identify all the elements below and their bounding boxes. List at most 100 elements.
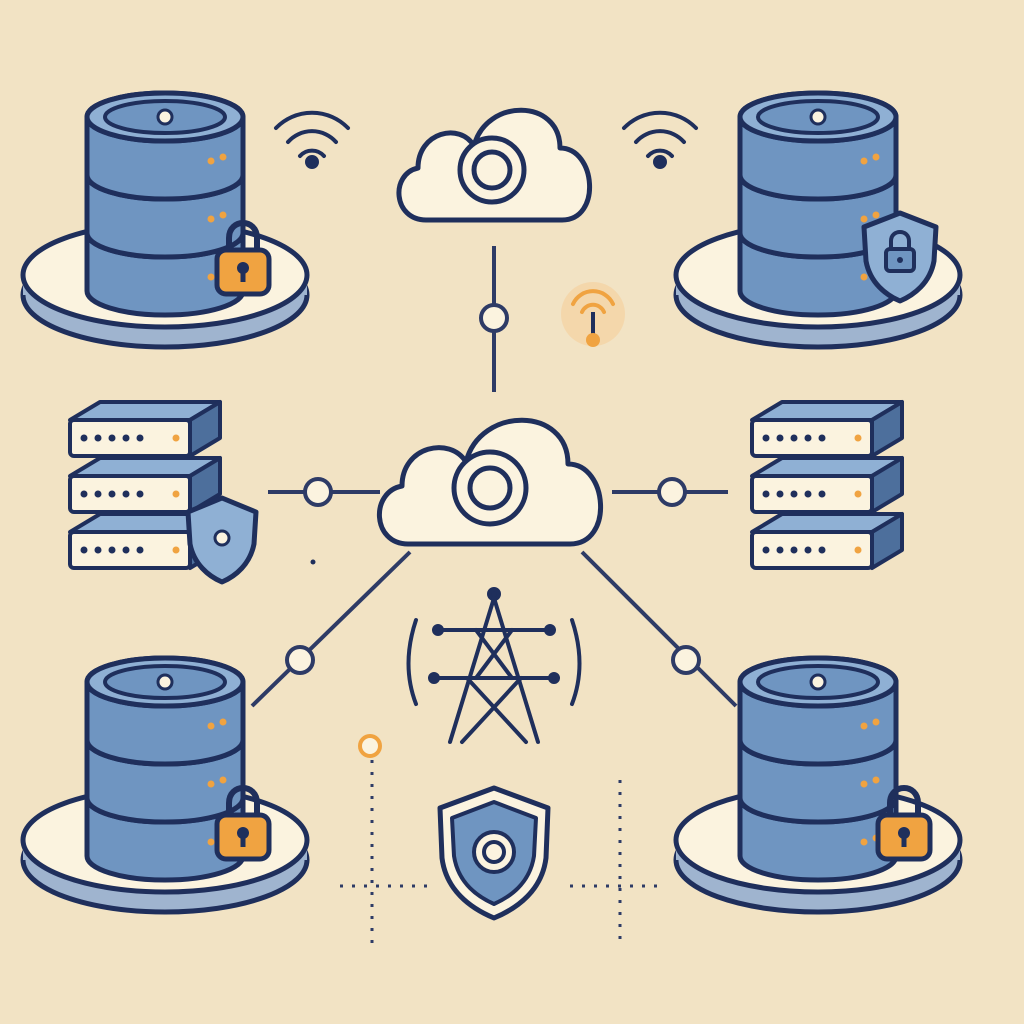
connector-node bbox=[479, 303, 509, 333]
status-light bbox=[872, 718, 880, 726]
transmission-tower[interactable] bbox=[406, 587, 582, 744]
padlock-icon bbox=[214, 785, 272, 862]
status-light bbox=[872, 776, 880, 784]
radio-tower-icon bbox=[406, 587, 582, 744]
marker-dot bbox=[358, 734, 382, 758]
port-dot bbox=[136, 490, 144, 498]
status-light bbox=[172, 490, 180, 498]
status-light bbox=[219, 718, 227, 726]
shield-target-icon bbox=[437, 785, 551, 921]
port-dot bbox=[790, 490, 798, 498]
rack-unit bbox=[68, 456, 222, 514]
cloud-target-icon bbox=[396, 107, 593, 223]
port-dot bbox=[122, 546, 130, 554]
connector-node bbox=[285, 645, 315, 675]
database-bottom-right[interactable] bbox=[673, 655, 963, 915]
port-dot bbox=[776, 434, 784, 442]
status-light bbox=[860, 780, 868, 788]
rack-unit bbox=[68, 400, 222, 458]
server-rack-right[interactable] bbox=[750, 400, 904, 570]
shield-lock-icon bbox=[861, 210, 939, 304]
database-cap bbox=[737, 655, 899, 709]
status-light bbox=[860, 157, 868, 165]
port-dot bbox=[108, 434, 116, 442]
status-light bbox=[860, 722, 868, 730]
port-dot bbox=[776, 490, 784, 498]
port-dot bbox=[80, 546, 88, 554]
cloud-top[interactable] bbox=[396, 107, 593, 223]
status-light bbox=[219, 211, 227, 219]
connector-center-to-bottom-right-db bbox=[580, 550, 738, 708]
server-rack-icon bbox=[750, 400, 904, 570]
port-dot bbox=[94, 490, 102, 498]
status-light bbox=[207, 780, 215, 788]
port-dot bbox=[804, 490, 812, 498]
padlock-icon bbox=[214, 220, 272, 297]
port-dot bbox=[122, 434, 130, 442]
status-light bbox=[207, 273, 215, 281]
rack-unit bbox=[750, 400, 904, 458]
rack-unit bbox=[750, 456, 904, 514]
marker-dot bbox=[310, 559, 316, 565]
status-light bbox=[172, 546, 180, 554]
status-light bbox=[207, 838, 215, 846]
padlock-icon bbox=[875, 785, 933, 862]
status-light bbox=[854, 434, 862, 442]
port-dot bbox=[762, 434, 770, 442]
status-light bbox=[172, 434, 180, 442]
database-bottom-left[interactable] bbox=[20, 655, 310, 915]
connector-node bbox=[303, 477, 333, 507]
dashed-guides bbox=[310, 559, 660, 945]
port-dot bbox=[122, 490, 130, 498]
connector-node bbox=[671, 645, 701, 675]
rack-unit bbox=[750, 512, 904, 570]
connector-center-to-bottom-left-db bbox=[250, 550, 412, 708]
status-light bbox=[854, 546, 862, 554]
cloud-target-icon bbox=[376, 417, 604, 547]
status-light bbox=[872, 153, 880, 161]
database-cap bbox=[84, 655, 246, 709]
signal-beacon-icon bbox=[561, 282, 625, 347]
status-light bbox=[860, 273, 868, 281]
port-dot bbox=[790, 434, 798, 442]
port-dot bbox=[762, 546, 770, 554]
status-light bbox=[207, 215, 215, 223]
port-dot bbox=[94, 434, 102, 442]
security-shield[interactable] bbox=[437, 785, 551, 921]
status-light bbox=[860, 838, 868, 846]
port-dot bbox=[80, 434, 88, 442]
status-light bbox=[872, 211, 880, 219]
port-dot bbox=[776, 546, 784, 554]
status-light bbox=[860, 215, 868, 223]
connector-node bbox=[657, 477, 687, 507]
port-dot bbox=[818, 434, 826, 442]
database-cap bbox=[84, 90, 246, 144]
status-light bbox=[219, 776, 227, 784]
status-light bbox=[854, 490, 862, 498]
port-dot bbox=[790, 546, 798, 554]
cloud-center[interactable] bbox=[376, 417, 604, 547]
port-dot bbox=[818, 546, 826, 554]
wifi-icon bbox=[274, 110, 350, 169]
server-rack-left[interactable] bbox=[68, 400, 259, 585]
port-dot bbox=[108, 490, 116, 498]
status-light bbox=[219, 153, 227, 161]
port-dot bbox=[762, 490, 770, 498]
database-top-left[interactable] bbox=[20, 90, 310, 350]
database-top-right[interactable] bbox=[673, 90, 963, 350]
shield-icon bbox=[185, 495, 259, 585]
port-dot bbox=[818, 490, 826, 498]
port-dot bbox=[80, 490, 88, 498]
status-light bbox=[207, 722, 215, 730]
port-dot bbox=[804, 434, 812, 442]
connector-lines bbox=[250, 246, 738, 708]
status-light bbox=[207, 157, 215, 165]
database-cap bbox=[737, 90, 899, 144]
port-dot bbox=[804, 546, 812, 554]
port-dot bbox=[94, 546, 102, 554]
port-dot bbox=[136, 434, 144, 442]
port-dot bbox=[108, 546, 116, 554]
wifi-icon bbox=[622, 110, 698, 169]
